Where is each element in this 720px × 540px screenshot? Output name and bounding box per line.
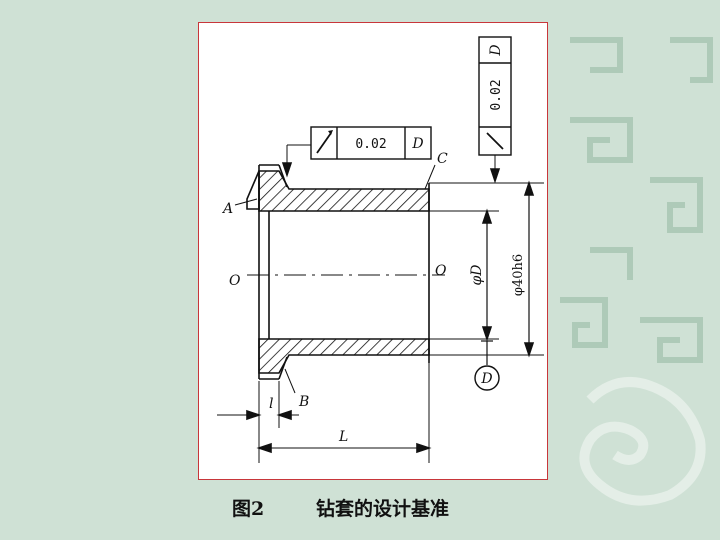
figure-number: 图2 [232, 498, 265, 520]
label-phi-40h6: φ40h6 [511, 254, 526, 296]
figure-title: 钻套的设计基准 [316, 498, 450, 520]
decorative-background-pattern [560, 37, 713, 506]
label-C: C [437, 151, 448, 167]
label-B: B [298, 394, 309, 410]
label-A: A [221, 201, 233, 217]
runout-symbol-icon [486, 132, 504, 150]
dragon-emblem-icon [579, 377, 706, 506]
left-frame-datum: D [411, 136, 423, 152]
drill-bushing-drawing: 0.02 D 0.02 D A B C O O l L φD φ40h6 D [217, 36, 544, 463]
label-phi-D: φD [469, 264, 485, 285]
label-O-right: O [435, 263, 447, 279]
label-L: L [338, 429, 348, 445]
right-frame-datum: D [488, 44, 504, 56]
bushing-upper-section [258, 170, 430, 212]
datum-D-label: D [480, 371, 492, 387]
left-frame-tolerance: 0.02 [355, 137, 386, 152]
runout-symbol-icon [316, 132, 332, 154]
drawing-frame: 0.02 D 0.02 D A B C O O l L φD φ40h6 D [198, 22, 548, 480]
right-frame-tolerance: 0.02 [489, 79, 504, 110]
bushing-upper-flange [246, 170, 260, 210]
bushing-lower-section [258, 338, 430, 374]
label-l: l [269, 396, 273, 412]
figure-caption: 图2 钻套的设计基准 [198, 494, 548, 522]
feature-control-frame-right: 0.02 D [478, 36, 512, 156]
label-O-left: O [229, 273, 241, 289]
feature-control-frame-left: 0.02 D [310, 126, 432, 160]
